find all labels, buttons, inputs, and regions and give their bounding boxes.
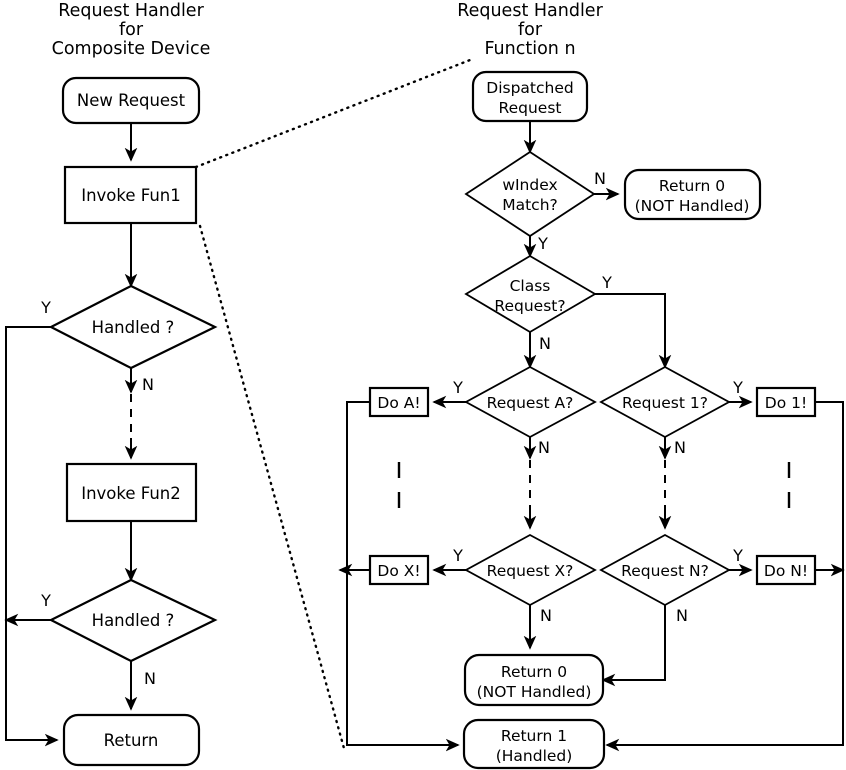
zoom-connector-bottom bbox=[198, 224, 347, 754]
node-do-n[interactable]: Do N! bbox=[755, 554, 817, 586]
request-a-label: Request A? bbox=[487, 394, 574, 412]
left-title-line-2: for bbox=[119, 20, 144, 40]
label-requestx-no: N bbox=[540, 606, 552, 625]
new-request-label: New Request bbox=[77, 91, 186, 110]
node-request-n[interactable]: Request N? bbox=[599, 533, 731, 607]
label-requesta-no: N bbox=[538, 438, 550, 457]
node-request-1[interactable]: Request 1? bbox=[599, 365, 731, 439]
edge-handled1-yes-to-return bbox=[5, 326, 59, 747]
node-dispatched-request[interactable]: Dispatched Request bbox=[471, 70, 589, 123]
do-a-shape bbox=[368, 386, 430, 418]
node-do-x[interactable]: Do X! bbox=[368, 554, 430, 586]
return1-label-1: Return 1 bbox=[501, 727, 567, 745]
left-title-line-3: Composite Device bbox=[52, 39, 211, 59]
node-windex-match[interactable]: wIndex Match? bbox=[464, 150, 596, 238]
label-requestx-yes: Y bbox=[452, 546, 463, 565]
new-request-shape bbox=[61, 76, 201, 125]
dispatched-request-shape bbox=[471, 70, 589, 123]
do-a-label: Do A! bbox=[377, 394, 420, 412]
class-request-label-1: Class bbox=[510, 277, 551, 295]
label-requestn-yes: Y bbox=[732, 546, 743, 565]
node-handled-2[interactable]: Handled ? bbox=[48, 578, 218, 663]
windex-match-shape bbox=[464, 150, 596, 238]
label-handled2-no: N bbox=[144, 669, 156, 688]
edge-class-yes-to-request1 bbox=[595, 293, 672, 369]
label-windex-yes: Y bbox=[537, 234, 548, 253]
node-return0-bottom[interactable]: Return 0 (NOT Handled) bbox=[463, 653, 605, 707]
dispatched-request-label-2: Request bbox=[499, 99, 562, 117]
label-request1-no: N bbox=[674, 438, 686, 457]
label-class-no: N bbox=[539, 334, 551, 353]
class-request-shape bbox=[464, 254, 597, 334]
handled-2-shape bbox=[48, 578, 218, 663]
request-x-label: Request X? bbox=[487, 562, 574, 580]
node-return[interactable]: Return bbox=[62, 713, 201, 767]
invoke-fun2-shape bbox=[65, 462, 198, 523]
node-request-x[interactable]: Request X? bbox=[464, 533, 597, 607]
request-n-shape bbox=[599, 533, 731, 607]
return1-label-2: (Handled) bbox=[496, 747, 573, 765]
return0-bottom-label-1: Return 0 bbox=[501, 663, 567, 681]
return0-top-shape bbox=[623, 168, 762, 221]
node-do-1[interactable]: Do 1! bbox=[755, 386, 817, 418]
return-shape bbox=[62, 713, 201, 767]
do-x-shape bbox=[368, 554, 430, 586]
handled-2-label: Handled ? bbox=[92, 611, 175, 630]
handled-1-shape bbox=[48, 284, 218, 370]
request-1-label: Request 1? bbox=[622, 394, 708, 412]
left-column-title: Request Handler for Composite Device bbox=[52, 1, 211, 59]
do-1-shape bbox=[755, 386, 817, 418]
right-title-line-2: for bbox=[518, 20, 543, 40]
node-invoke-fun2[interactable]: Invoke Fun2 bbox=[65, 462, 198, 523]
return0-top-label-1: Return 0 bbox=[659, 177, 725, 195]
node-handled-1[interactable]: Handled ? bbox=[48, 284, 218, 370]
do-n-shape bbox=[755, 554, 817, 586]
label-request1-yes: Y bbox=[732, 378, 743, 397]
return1-shape bbox=[462, 718, 606, 770]
do-n-label: Do N! bbox=[764, 562, 808, 580]
invoke-fun2-label: Invoke Fun2 bbox=[81, 484, 181, 503]
edge-requestn-no-to-return0bottom bbox=[601, 605, 666, 687]
label-handled1-yes: Y bbox=[40, 298, 51, 317]
node-return0-top[interactable]: Return 0 (NOT Handled) bbox=[623, 168, 762, 221]
return0-bottom-label-2: (NOT Handled) bbox=[477, 683, 592, 701]
label-handled1-no: N bbox=[142, 375, 154, 394]
windex-match-label-2: Match? bbox=[502, 196, 558, 214]
node-invoke-fun1[interactable]: Invoke Fun1 bbox=[63, 165, 198, 225]
label-requestn-no: N bbox=[676, 606, 688, 625]
request-1-shape bbox=[599, 365, 731, 439]
right-title-line-1: Request Handler bbox=[457, 1, 603, 21]
request-a-shape bbox=[464, 365, 597, 439]
request-n-label: Request N? bbox=[621, 562, 709, 580]
request-x-shape bbox=[464, 533, 597, 607]
node-class-request[interactable]: Class Request? bbox=[464, 254, 597, 334]
do-x-label: Do X! bbox=[377, 562, 420, 580]
node-do-a[interactable]: Do A! bbox=[368, 386, 430, 418]
windex-match-label-1: wIndex bbox=[502, 176, 557, 194]
left-title-line-1: Request Handler bbox=[58, 1, 204, 21]
do-1-label: Do 1! bbox=[765, 394, 807, 412]
right-title-line-3: Function n bbox=[484, 39, 575, 59]
node-return1[interactable]: Return 1 (Handled) bbox=[462, 718, 606, 770]
invoke-fun1-shape bbox=[63, 165, 198, 225]
label-requesta-yes: Y bbox=[452, 378, 463, 397]
node-new-request[interactable]: New Request bbox=[61, 76, 201, 125]
return0-top-label-2: (NOT Handled) bbox=[635, 197, 750, 215]
return-label: Return bbox=[104, 731, 159, 750]
node-request-a[interactable]: Request A? bbox=[464, 365, 597, 439]
right-column-title: Request Handler for Function n bbox=[457, 1, 603, 59]
return0-bottom-shape bbox=[463, 653, 605, 707]
label-class-yes: Y bbox=[601, 273, 612, 292]
zoom-connector-top bbox=[194, 58, 472, 169]
dispatched-request-label-1: Dispatched bbox=[486, 79, 573, 97]
class-request-label-2: Request? bbox=[494, 297, 565, 315]
label-windex-no: N bbox=[594, 169, 606, 188]
invoke-fun1-label: Invoke Fun1 bbox=[81, 186, 181, 205]
label-handled2-yes: Y bbox=[40, 591, 51, 610]
handled-1-label: Handled ? bbox=[92, 318, 175, 337]
